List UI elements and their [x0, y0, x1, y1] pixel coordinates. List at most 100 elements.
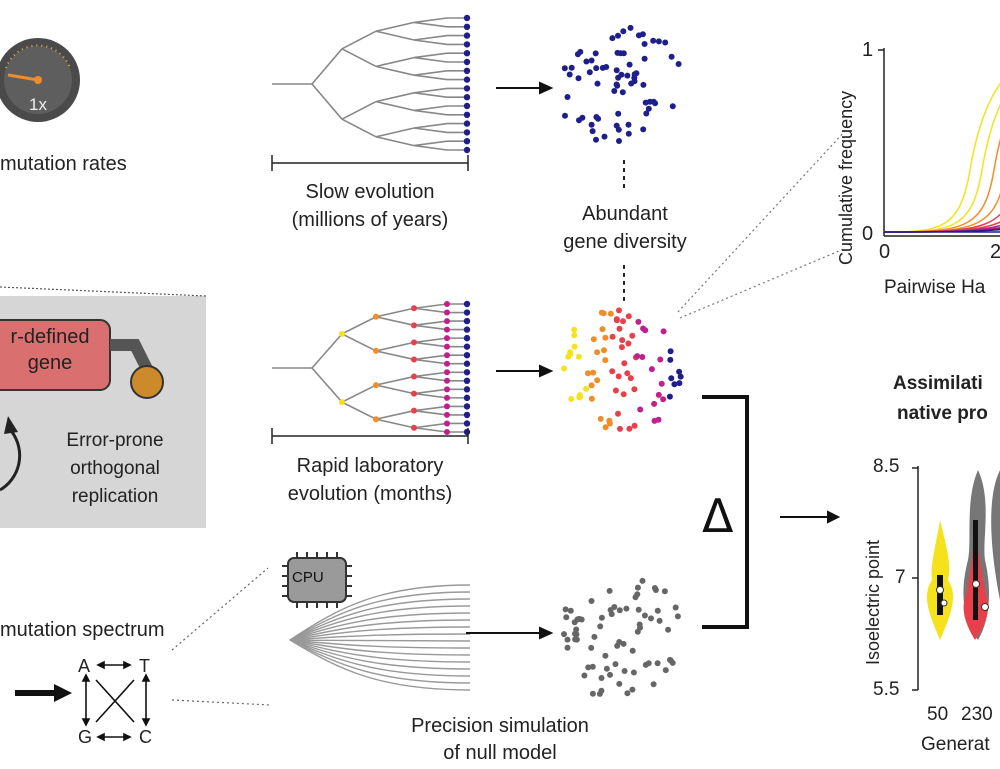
simulation-fan — [289, 584, 471, 691]
scatter-dot — [594, 80, 601, 87]
replication-line2: orthogonal — [70, 458, 160, 479]
tree-leaf-dot — [463, 300, 471, 308]
tree-node-dot — [411, 356, 417, 363]
scatter-dot — [634, 591, 641, 598]
scatter-dot — [564, 636, 571, 643]
scatter-dot — [571, 332, 578, 339]
scatter-dot — [612, 661, 619, 668]
tree-node-dot — [444, 394, 450, 401]
tree-leaf-dot — [463, 334, 471, 342]
scatter-dot — [568, 64, 575, 71]
gene-plasmid-icon — [0, 319, 164, 399]
comparison-bracket — [702, 395, 749, 629]
fan-line — [289, 639, 471, 649]
tree-node-dot — [444, 377, 450, 384]
scatter-dot — [592, 50, 599, 57]
scatter-dot — [651, 400, 658, 407]
scatter-dot — [650, 37, 657, 44]
scatter-dot — [645, 660, 652, 667]
cycle-arrow-icon — [0, 431, 22, 492]
scatter-dot — [618, 71, 625, 78]
scatter-dot — [647, 98, 653, 105]
scatter-dot — [609, 35, 616, 42]
cumulative-ytick-1: 1 — [862, 39, 874, 61]
scatter-dot — [634, 353, 641, 360]
scatter-dot — [630, 669, 637, 676]
assimilation-line1: Assimilati — [893, 373, 983, 394]
tree-leaf-dot — [463, 411, 471, 419]
slow-evolution-line2: (millions of years) — [291, 209, 449, 231]
fan-line — [289, 633, 471, 641]
scatter-dot — [657, 356, 664, 363]
scatter-dot — [615, 126, 622, 133]
tree-node-dot — [444, 403, 450, 410]
nucleotide-t: T — [139, 656, 150, 676]
tree-node-dot — [411, 407, 417, 414]
scatter-dot — [652, 587, 659, 593]
violin-ytick-5.5: 5.5 — [873, 679, 900, 700]
scatter-dot — [620, 28, 627, 35]
scatter-dot — [603, 665, 610, 672]
tree-node-dot — [444, 420, 450, 427]
fan-line — [289, 605, 471, 641]
scatter-dot — [661, 588, 668, 595]
cdf-curve — [883, 228, 1000, 233]
fan-line — [289, 591, 471, 641]
scatter-dot — [645, 105, 652, 112]
scatter-dot — [627, 24, 634, 31]
cdf-curve — [883, 82, 1000, 233]
scatter-dot — [633, 70, 640, 77]
violin-ylabel: Isoelectric point — [863, 539, 883, 665]
tree-node-dot — [444, 335, 450, 342]
scatter-dot — [576, 117, 582, 124]
scatter-dot — [618, 344, 625, 351]
scatter-dot — [606, 587, 613, 594]
tree-node-dot — [444, 352, 450, 359]
scatter-dot — [667, 356, 674, 363]
tree-leaf-dot — [463, 403, 471, 410]
scatter-dot — [572, 630, 578, 637]
scatter-dot — [662, 667, 669, 674]
scatter-dot — [575, 353, 582, 360]
scatter-dot — [625, 340, 632, 347]
cumulative-ytick-0: 0 — [862, 223, 874, 245]
scatter-dot — [589, 128, 596, 135]
scatter-dot — [567, 607, 574, 614]
scatter-dot — [648, 615, 654, 622]
scatter-dot — [588, 598, 595, 604]
tree-leaf-dot — [463, 326, 471, 333]
scatter-dot — [609, 368, 616, 375]
scatter-dot — [625, 121, 632, 128]
scatter-dot — [655, 38, 662, 45]
tree-leaf-dot — [463, 129, 471, 136]
fan-line — [289, 639, 471, 656]
tree-leaf-dot — [463, 377, 471, 384]
scatter-dot — [665, 626, 672, 633]
tree-node-dot — [411, 322, 417, 329]
scatter-dot — [616, 138, 622, 144]
tree-node-dot — [444, 386, 450, 393]
scatter-dot — [588, 382, 595, 389]
scatter-dot — [601, 133, 608, 140]
scatter-dot — [600, 310, 607, 317]
scatter-dot — [607, 310, 614, 317]
scatter-dot — [602, 357, 609, 364]
scatter-dot — [615, 32, 621, 39]
scatter-dot — [602, 424, 609, 431]
tree-node-dot — [411, 339, 417, 346]
scatter-dot — [563, 614, 570, 621]
scatter-dot — [609, 333, 616, 340]
scatter-dot — [667, 656, 673, 663]
scatter-dot — [593, 136, 599, 143]
tree-node-dot — [444, 429, 450, 435]
scatter-dot — [660, 396, 667, 403]
scatter-dot — [635, 32, 642, 39]
violin-chart — [912, 466, 1000, 691]
tree-node-dot — [444, 343, 450, 350]
scatter-dot — [631, 78, 638, 85]
scatter-dot — [612, 387, 619, 394]
scatter-dot — [671, 381, 678, 388]
tree-leaf-dot — [463, 32, 471, 39]
scatter-dot — [642, 327, 649, 334]
tree-leaf-dot — [463, 386, 471, 393]
